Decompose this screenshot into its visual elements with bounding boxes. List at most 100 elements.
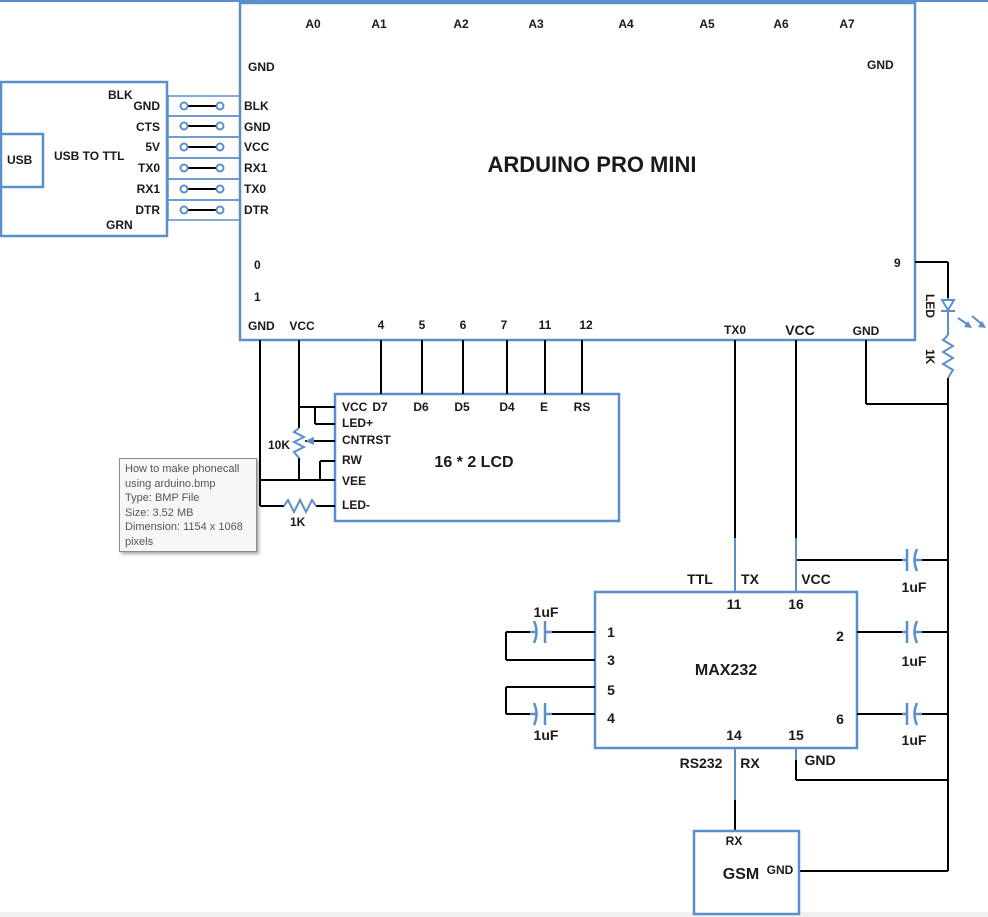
arduino-vcc-bottom: VCC [785,322,815,338]
usb-ttl-grn: GRN [106,218,133,232]
arduino-pin-9: 9 [894,256,901,270]
max232-wiring [505,340,949,872]
gsm-title: GSM [723,866,759,883]
arduino-pin-a3: A3 [528,17,544,31]
tooltip-line: Dimension: 1154 x 1068 [125,521,243,533]
tooltip-line: Type: BMP File [125,492,200,504]
max232-pin-3: 3 [607,652,615,668]
arduino-pin-6: 6 [460,318,467,332]
arduino-pin-4: 4 [378,318,385,332]
arduino-pin-tx0: TX0 [244,182,266,196]
lcd-title: 16 * 2 LCD [434,454,513,471]
gsm-module [692,829,801,916]
max232-pin-15: 15 [788,727,804,743]
arduino-pin-rx1: RX1 [244,161,268,175]
capacitor-icons [530,548,922,726]
usb-ttl-blk: BLK [108,88,133,102]
lcd-module [333,392,621,523]
max232-pin-6: 6 [836,711,844,727]
cap-right-mid-label: 1uF [902,653,927,669]
arduino-pin-blk: BLK [244,99,269,113]
usb-connector [0,132,45,189]
arduino-pin-dtr: DTR [244,203,269,217]
led-resistor-1k [941,334,955,379]
lcd-pin-rs: RS [574,400,591,414]
arduino-pin-a7: A7 [839,17,855,31]
lcd-pin-d5: D5 [454,400,470,414]
usb-label: USB [7,153,33,167]
lcd-resistor-label: 1K [290,515,306,529]
lcd-pin-rw: RW [342,453,362,467]
gsm-gnd-label: GND [767,863,794,877]
arduino-bottom-vcc: VCC [289,319,315,333]
max232-title: MAX232 [695,662,757,679]
max232-pin-14: 14 [726,727,742,743]
arduino-pin-tx0-bottom: TX0 [724,323,746,337]
max232-ttl: TTL [687,571,713,587]
max232-pin-16: 16 [788,596,804,612]
cap-left-top-label: 1uF [534,604,559,620]
arduino-pin-a1: A1 [371,17,387,31]
lcd-pin-d6: D6 [413,400,429,414]
arduino-pin-12: 12 [579,318,593,332]
lcd-pin-cntrst: CNTRST [342,433,391,447]
max232-pin-1: 1 [607,624,615,640]
arduino-pin-11: 11 [539,318,552,332]
led-diode-icon [940,298,986,328]
lcd-pin-d7: D7 [372,400,388,414]
led-resistor-label: 1K [923,349,937,365]
lcd-wiring [259,340,583,507]
max232-pin-5: 5 [607,682,615,698]
usb-ttl-pin-tx0: TX0 [138,161,160,175]
max232-pin-2: 2 [836,628,844,644]
file-info-tooltip: How to make phonecall using arduino.bmp … [119,458,257,552]
lcd-pin-led-plus: LED+ [342,416,373,430]
arduino-pin-5: 5 [419,318,426,332]
usb-ttl-title: USB TO TTL [54,149,124,163]
arduino-pin-gnd: GND [244,120,271,134]
arduino-gnd-right: GND [867,58,894,72]
arduino-bottom-gnd: GND [248,319,275,333]
max232-rx: RX [740,755,760,771]
arduino-board [238,1,917,342]
led-label: LED [923,294,937,318]
arduino-pin-a6: A6 [773,17,789,31]
lcd-resistor-1k [283,497,317,515]
max232-tx: TX [741,571,760,587]
bottom-strip [0,912,988,917]
usb-ttl-pin-cts: CTS [136,120,160,134]
pot-wiper-arrow [305,437,314,445]
arduino-pin-a0: A0 [305,17,321,31]
cap-right-bottom-label: 1uF [902,732,927,748]
arduino-pin-a4: A4 [618,17,634,31]
lcd-pin-e: E [540,400,548,414]
tooltip-line: using arduino.bmp [125,477,216,490]
arduino-pin-0: 0 [254,258,261,272]
lcd-pin-d4: D4 [499,400,515,414]
tooltip-line: Size: 3.52 MB [125,506,194,519]
arduino-pin-7: 7 [501,318,508,332]
tooltip-line: pixels [125,535,154,548]
lcd-pin-vee: VEE [342,474,366,488]
lcd-pin-vcc: VCC [342,400,368,414]
pot-label: 10K [268,438,290,452]
arduino-pin-vcc: VCC [244,140,270,154]
arduino-pin-1: 1 [254,290,261,304]
max232-rs232: RS232 [680,755,723,771]
lcd-pin-led-minus: LED- [342,498,370,512]
tooltip-line: How to make phonecall [125,463,240,475]
max232-pin-4: 4 [607,710,615,726]
max232-gnd: GND [804,752,835,768]
usb-ttl-pin-rx1: RX1 [137,182,161,196]
max232-pin-leads [734,538,797,800]
max232-chip [593,590,859,750]
arduino-gnd-bottom: GND [853,324,880,338]
gsm-rx-label: RX [726,834,743,848]
arduino-pin-a5: A5 [699,17,715,31]
max232-pin-11: 11 [727,596,742,612]
potentiometer-10k [291,427,307,459]
cap-left-bottom-label: 1uF [534,727,559,743]
usb-ttl-pin-gnd: GND [133,99,160,113]
